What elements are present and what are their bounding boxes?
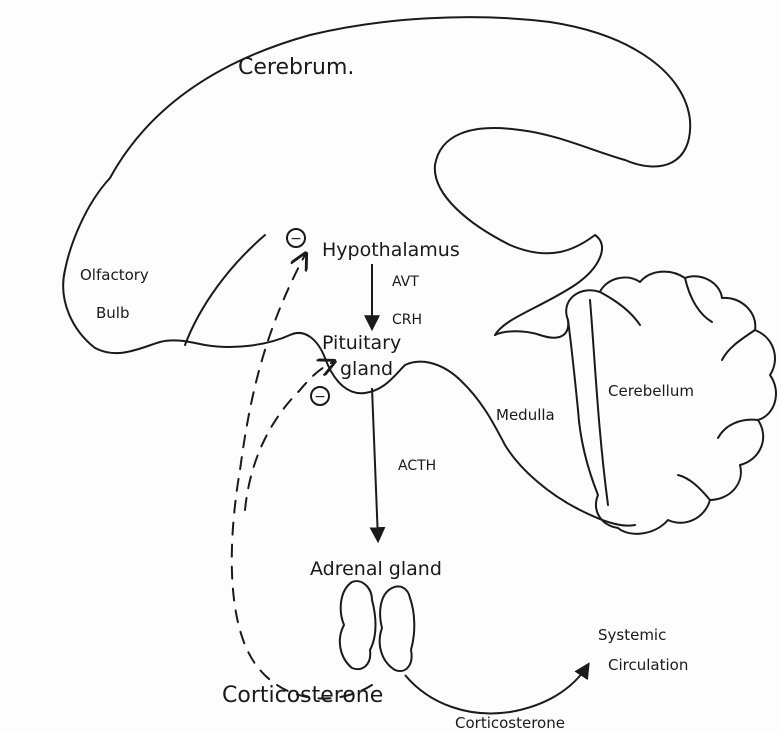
cerebellum-stem-line (590, 300, 608, 505)
negative-feedback-sign-1: − (290, 231, 302, 247)
label-medulla: Medulla (496, 406, 555, 424)
label-systemic: Systemic (598, 626, 666, 644)
label-pituitary: Pituitary (322, 332, 401, 354)
label-gland: gland (340, 358, 393, 380)
feedback-arrow-to-hypothalamus (232, 255, 372, 699)
adrenal-gland-right (380, 586, 415, 671)
negative-feedback-sign-2: − (314, 389, 326, 405)
label-corticosterone-circulation: Corticosterone (455, 714, 565, 732)
cerebrum-inner-line (185, 235, 265, 345)
label-bulb: Bulb (96, 304, 130, 322)
label-circulation: Circulation (608, 656, 688, 674)
label-adrenal-gland: Adrenal gland (310, 558, 442, 580)
label-cerebellum: Cerebellum (608, 382, 694, 400)
cerebellum-fold-4 (718, 420, 758, 438)
label-corticosterone-feedback: Corticosterone (222, 683, 383, 708)
label-hypothalamus: Hypothalamus (322, 239, 460, 261)
arrow-pituitary-to-adrenal (372, 388, 378, 540)
cerebellum-fold-2 (685, 278, 712, 322)
label-crh: CRH (392, 312, 422, 328)
cerebellum-fold-1 (600, 292, 640, 325)
label-olfactory: Olfactory (80, 266, 149, 284)
adrenal-gland-left (340, 581, 376, 669)
label-cerebrum: Cerebrum. (238, 55, 354, 80)
label-acth: ACTH (398, 458, 436, 474)
feedback-arrow-to-pituitary (245, 362, 333, 510)
arrow-to-systemic-circulation (405, 665, 588, 713)
cerebellum-fold-5 (678, 475, 710, 500)
cerebellum-fold-3 (722, 330, 755, 360)
label-avt: AVT (392, 274, 419, 290)
